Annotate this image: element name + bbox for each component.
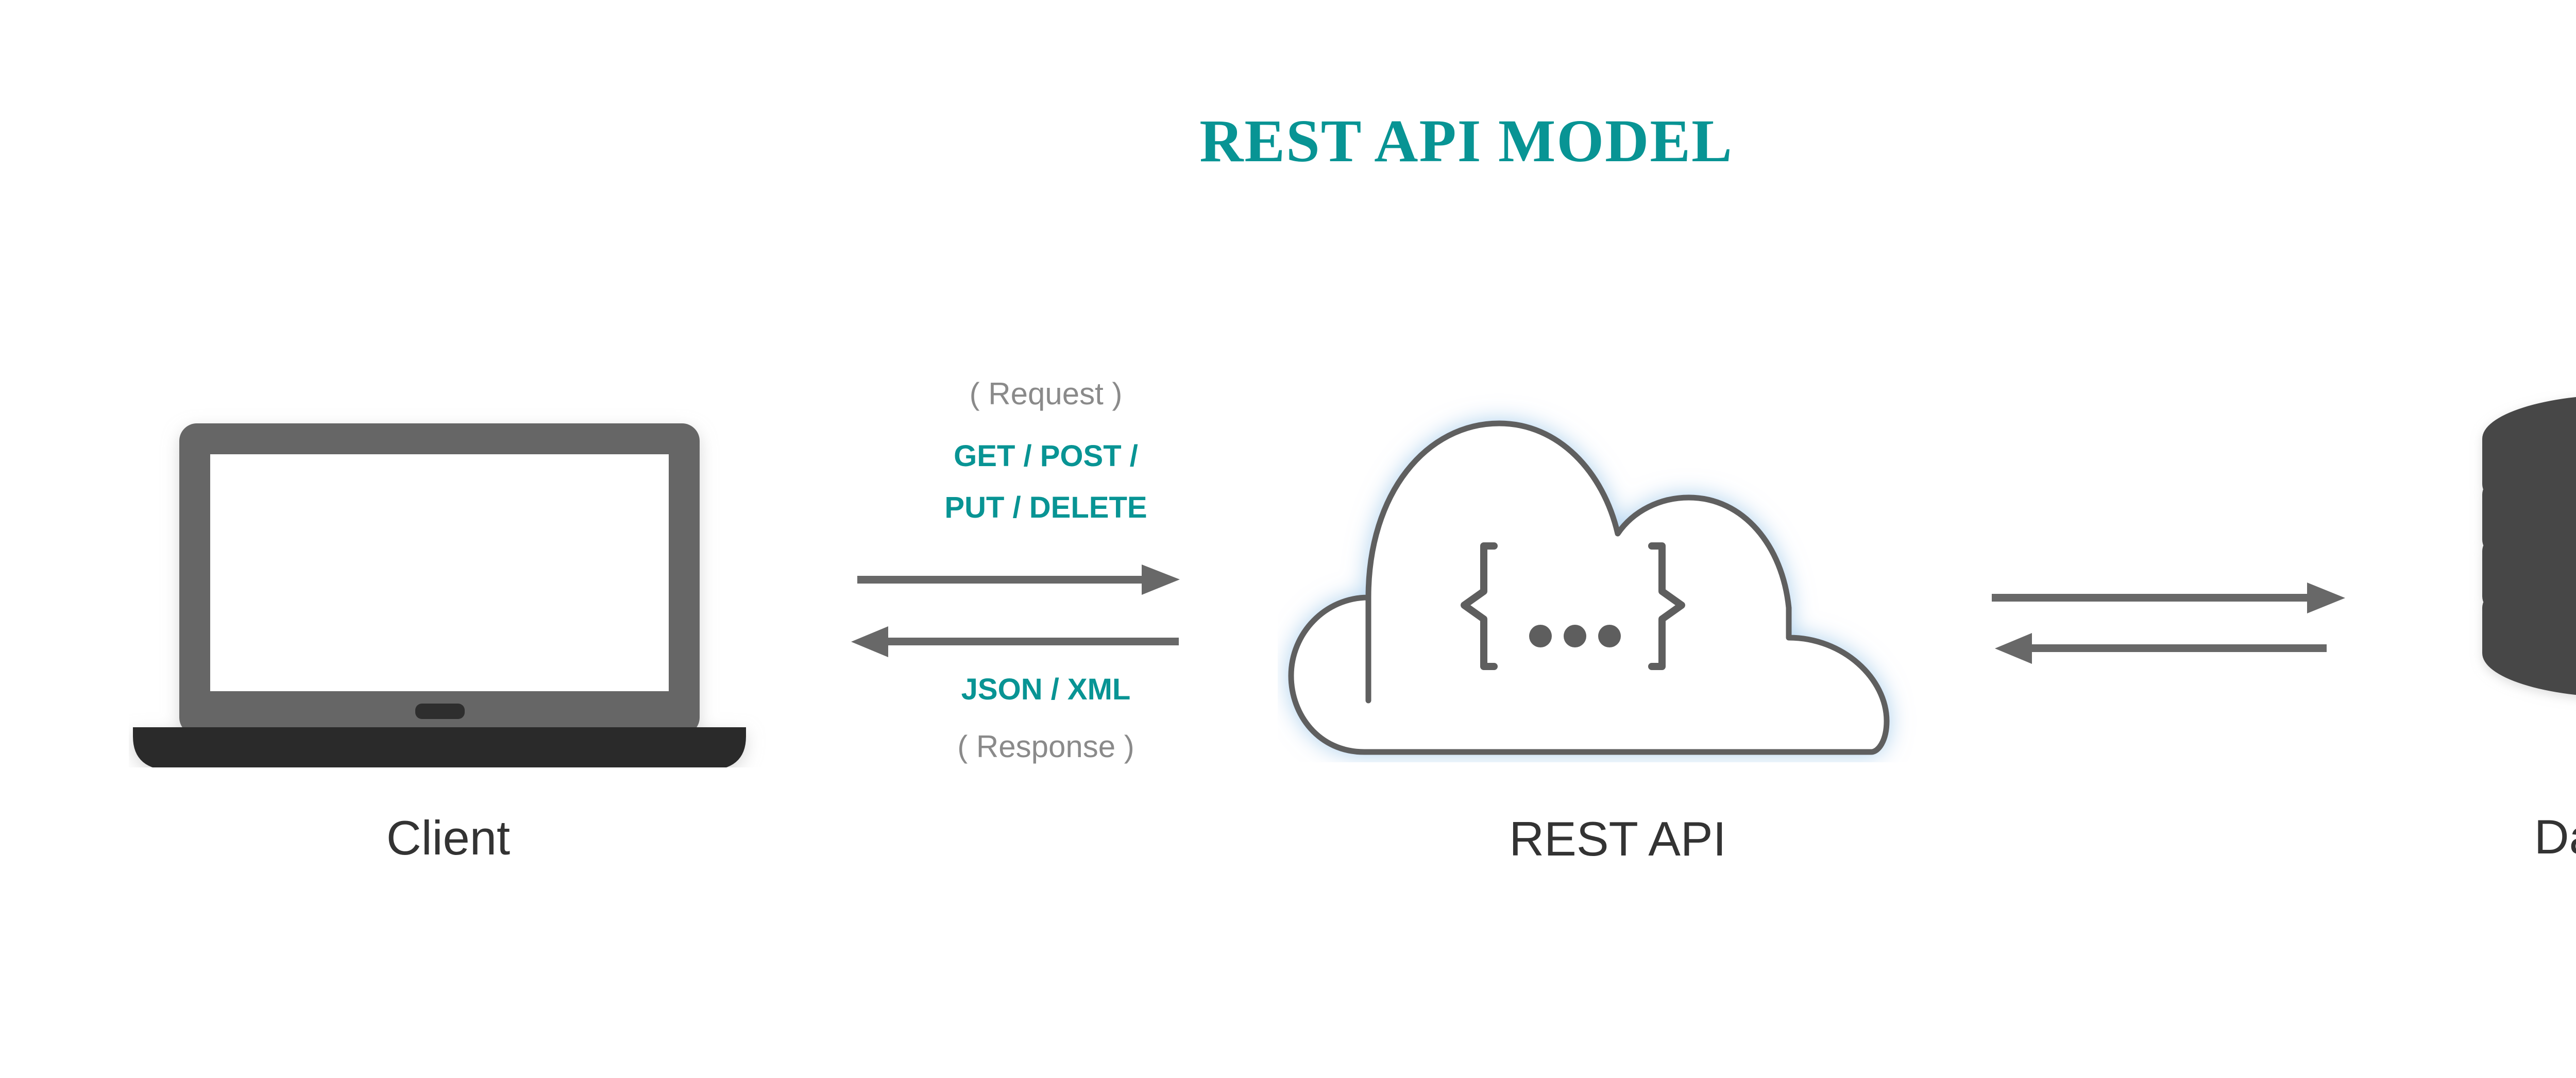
curly-brace-glyph bbox=[1461, 542, 1685, 670]
arrow-left-icon bbox=[1995, 633, 2327, 664]
rest-api-label: REST API bbox=[1509, 812, 1726, 866]
http-methods-line-1: GET / POST / bbox=[954, 439, 1138, 473]
response-format-label: JSON / XML bbox=[961, 673, 1131, 706]
client-api-arrow-pair bbox=[851, 564, 1180, 657]
database-cylinder-icon bbox=[2482, 397, 2576, 695]
http-methods-line-2: PUT / DELETE bbox=[944, 491, 1147, 524]
page-title: REST API MODEL bbox=[1199, 107, 1733, 175]
client-node bbox=[129, 407, 768, 767]
request-label: ( Request ) bbox=[969, 377, 1123, 411]
response-label: ( Response ) bbox=[957, 729, 1134, 764]
arrow-right-icon bbox=[857, 564, 1180, 595]
cloud-outline bbox=[1288, 420, 1890, 755]
api-database-arrow-pair bbox=[1992, 583, 2345, 664]
ellipsis-dots bbox=[1529, 625, 1621, 647]
database-node bbox=[2452, 391, 2576, 752]
arrow-right-icon bbox=[1992, 583, 2345, 613]
cloud-icon bbox=[1288, 420, 1890, 755]
rest-api-node bbox=[1278, 391, 1958, 762]
arrow-left-icon bbox=[851, 626, 1179, 657]
database-label: Database bbox=[2534, 810, 2576, 864]
client-api-flow: ( Request ) GET / POST / PUT / DELETE JS… bbox=[850, 379, 1242, 796]
client-label: Client bbox=[386, 811, 511, 865]
laptop-icon bbox=[133, 423, 746, 767]
